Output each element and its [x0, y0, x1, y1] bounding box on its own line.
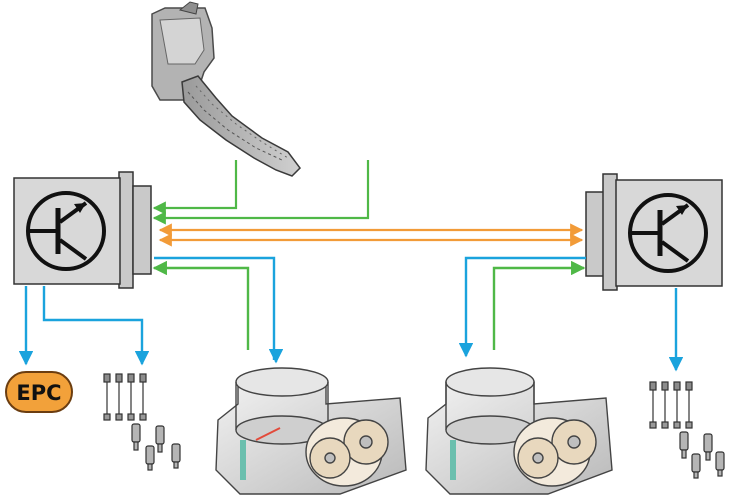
ignition-coil-icon — [103, 373, 147, 421]
ecu-data-bus — [158, 223, 584, 247]
right-fuel-injectors — [649, 381, 725, 479]
left-fuel-injectors — [103, 373, 181, 471]
transistor-symbol-icon — [628, 193, 708, 273]
accelerator-pedal-icon — [151, 1, 301, 177]
throttle-body-icon — [215, 367, 407, 495]
fuel-injector-icon — [679, 431, 725, 479]
transistor-symbol-icon — [26, 191, 106, 271]
epc-warning-lamp: EPC — [5, 371, 73, 413]
fuel-injector-icon — [131, 423, 181, 471]
pedal-sensor-lines — [152, 160, 370, 225]
epc-label: EPC — [16, 381, 61, 405]
throttle-lines — [152, 256, 586, 364]
right-control-unit — [585, 173, 723, 291]
left-control-unit — [13, 171, 152, 289]
throttle-body-icon — [425, 367, 613, 495]
left-output-lines — [18, 286, 150, 366]
ignition-coil-icon — [649, 381, 693, 429]
